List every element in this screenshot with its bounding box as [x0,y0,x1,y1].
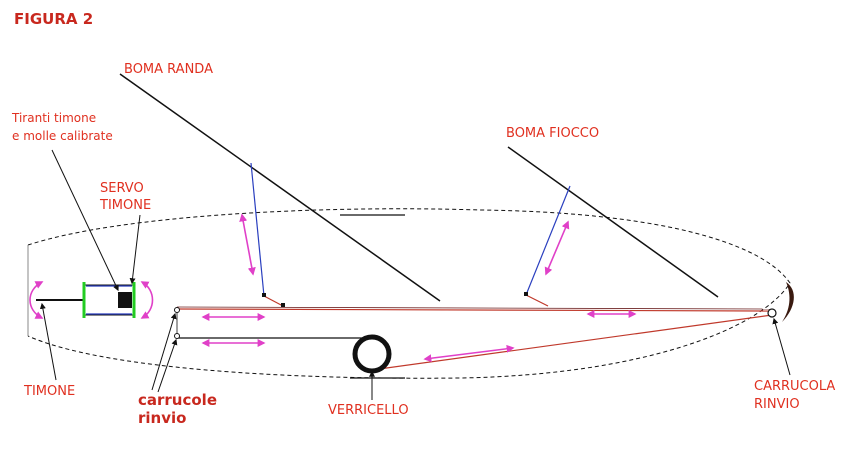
arrow-randa-control [239,213,256,276]
label-carrucole-2: rinvio [138,409,186,427]
boma-fiocco-line [507,146,719,298]
arrow-fiocco-control [544,220,570,276]
callout-timone [39,302,57,381]
bow-tip [782,282,794,322]
callout-carrucole-1 [151,312,177,391]
verricello-drum [352,334,392,374]
callout-tiranti [51,149,119,292]
servo-spring-block [118,292,132,308]
fiocco-sheet-segment [525,294,549,307]
label-tiranti-2: e molle calibrate [12,129,113,143]
callout-servo [129,214,141,285]
label-carrucola-2: RINVIO [754,397,800,412]
label-tiranti-1: Tiranti timone [11,111,96,125]
pulley-rear-upper [174,307,180,313]
label-carrucole-1: carrucole [138,391,217,409]
label-verricello: VERRICELLO [328,403,409,418]
callout-carrucole-2 [157,338,178,393]
randa-control-line [250,162,265,297]
main-sheet-upper [176,308,773,312]
randa-fitting [262,293,266,297]
pulley-rear-lower [174,333,180,339]
label-boma-randa: BOMA RANDA [124,62,213,77]
fiocco-control-line [525,185,571,296]
label-boma-fiocco: BOMA FIOCCO [506,126,599,141]
label-carrucola-1: CARRUCOLA [754,379,835,394]
figure-title: FIGURA 2 [14,10,93,28]
sheet-to-bow-pulley [371,314,773,371]
label-servo-2: TIMONE [99,198,151,213]
pulley-bow [767,308,777,318]
label-timone: TIMONE [23,384,75,399]
main-sheet-top [176,306,773,310]
arrow-rudder-left [29,281,44,319]
arrow-servo-right [140,281,154,319]
fiocco-fitting [524,292,528,296]
boma-randa-line [119,73,441,302]
callout-carrucola-rinvio [772,317,791,376]
label-servo-1: SERVO [100,181,144,196]
hull-outline [27,208,791,379]
randa-sheet-segment [263,295,284,307]
randa-fitting-2 [281,303,285,307]
arrow-sheet-diagonal [423,344,515,363]
motion-arrows [29,213,637,363]
